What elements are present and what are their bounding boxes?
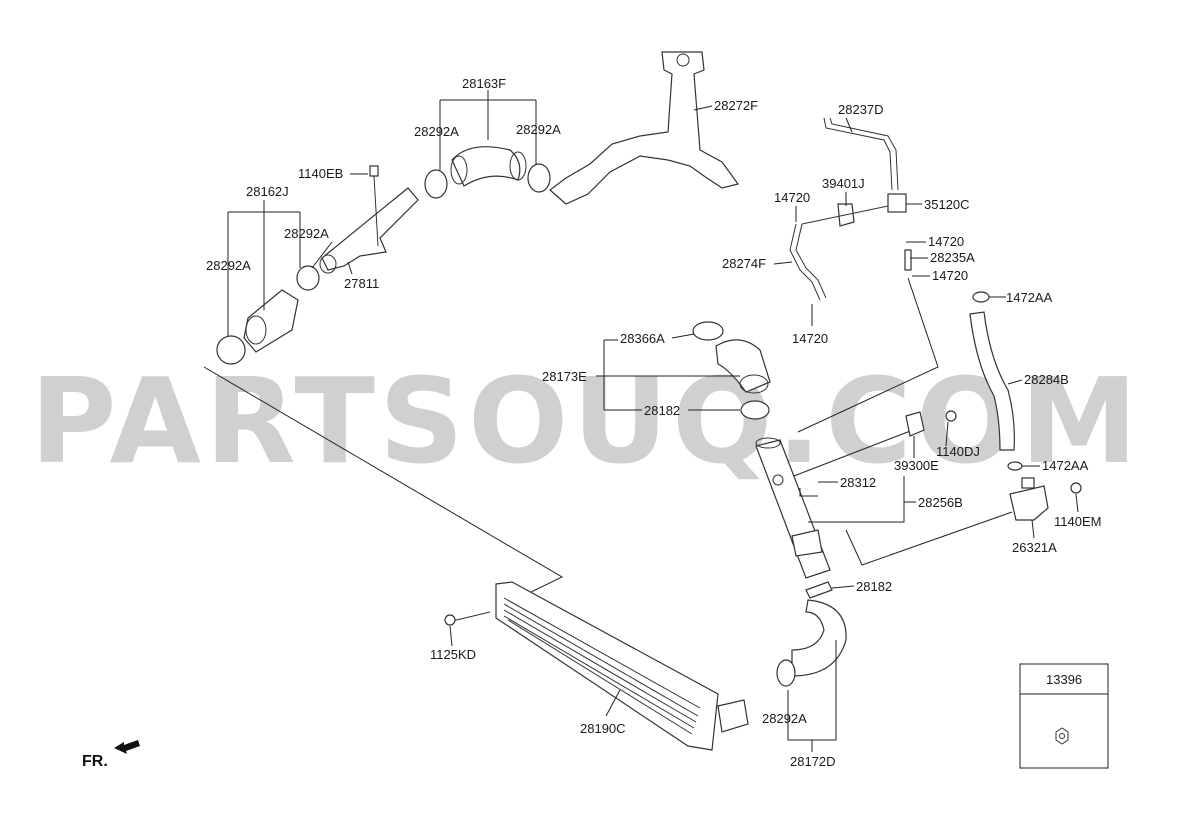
label-28312[interactable]: 28312 — [840, 475, 876, 490]
bolt-1140em[interactable] — [1070, 482, 1082, 494]
nut-icon — [1055, 727, 1069, 745]
legend-part-number[interactable]: 13396 — [1046, 672, 1082, 687]
clamp-28292a-mid[interactable] — [296, 265, 320, 291]
label-27811[interactable]: 27811 — [344, 276, 379, 291]
label-28190c[interactable]: 28190C — [580, 721, 626, 736]
front-arrow-icon — [114, 740, 140, 754]
label-28292a-2[interactable]: 28292A — [516, 122, 561, 137]
front-direction-marker: FR. — [82, 740, 140, 770]
part-labels: 28163F 28272F 28292A 28292A 1140EB 28162… — [206, 76, 1101, 769]
label-28182-1[interactable]: 28182 — [644, 403, 680, 418]
pipe-28272f[interactable] — [549, 51, 740, 205]
label-28173e[interactable]: 28173E — [542, 369, 587, 384]
legend-box[interactable]: 13396 — [1019, 663, 1109, 769]
intercooler-28190c[interactable] — [495, 581, 749, 751]
label-28284b[interactable]: 28284B — [1024, 372, 1069, 387]
label-39300e[interactable]: 39300E — [894, 458, 939, 473]
label-14720-4[interactable]: 14720 — [792, 331, 828, 346]
label-28162j[interactable]: 28162J — [246, 184, 289, 199]
label-28272f[interactable]: 28272F — [714, 98, 758, 113]
label-26321a[interactable]: 26321A — [1012, 540, 1057, 555]
hose-28237d[interactable] — [823, 117, 899, 191]
clamp-1472aa-bottom[interactable] — [1007, 461, 1023, 471]
label-1140eb[interactable]: 1140EB — [298, 166, 343, 181]
hose-28172d[interactable] — [791, 599, 847, 677]
label-1472aa-1[interactable]: 1472AA — [1006, 290, 1053, 305]
label-1125kd[interactable]: 1125KD — [430, 647, 476, 662]
valve-26321a[interactable] — [1009, 477, 1049, 521]
hose-28235a[interactable] — [904, 249, 912, 271]
clamp-28292a-upper-left[interactable] — [424, 169, 448, 199]
label-1140dj[interactable]: 1140DJ — [936, 444, 980, 459]
hose-28162j[interactable] — [243, 289, 299, 353]
front-label: FR. — [82, 753, 108, 770]
label-28163f[interactable]: 28163F — [462, 76, 506, 91]
pipe-27811[interactable] — [319, 187, 419, 274]
hose-28274f[interactable] — [789, 205, 889, 301]
label-28366a[interactable]: 28366A — [620, 331, 665, 346]
label-28292a-1[interactable]: 28292A — [414, 124, 459, 139]
bolt-1140eb[interactable] — [369, 165, 379, 247]
hose-28284b[interactable] — [969, 311, 1015, 451]
label-28182-2[interactable]: 28182 — [856, 579, 892, 594]
pipe-28256b[interactable] — [755, 437, 831, 579]
bracket-39300e[interactable] — [905, 411, 925, 437]
bolt-1140dj[interactable] — [945, 410, 957, 422]
clamp-1472aa-top[interactable] — [972, 291, 990, 303]
label-28274f[interactable]: 28274F — [722, 256, 766, 271]
clamp-28292a-lower[interactable] — [776, 659, 796, 687]
label-28292a-5[interactable]: 28292A — [762, 711, 807, 726]
clamp-28292a-upper-right[interactable] — [527, 163, 551, 193]
label-28292a-4[interactable]: 28292A — [206, 258, 251, 273]
leader-lines — [227, 90, 1079, 752]
label-28256b[interactable]: 28256B — [918, 495, 963, 510]
clamp-28182-lower[interactable] — [805, 581, 833, 599]
clamp-28366a[interactable] — [692, 321, 724, 341]
label-1472aa-2[interactable]: 1472AA — [1042, 458, 1089, 473]
hose-28173e[interactable] — [715, 339, 771, 394]
label-14720-2[interactable]: 14720 — [928, 234, 964, 249]
label-28172d[interactable]: 28172D — [790, 754, 836, 769]
bolt-1125kd[interactable] — [444, 611, 491, 626]
clamp-28292a-left[interactable] — [216, 335, 246, 365]
clamp-28182-upper[interactable] — [740, 400, 770, 420]
label-35120c[interactable]: 35120C — [924, 197, 970, 212]
label-14720-3[interactable]: 14720 — [932, 268, 968, 283]
label-28237d[interactable]: 28237D — [838, 102, 884, 117]
hose-28163f[interactable] — [450, 146, 527, 187]
label-28292a-3[interactable]: 28292A — [284, 226, 329, 241]
label-39401j[interactable]: 39401J — [822, 176, 865, 191]
label-1140em[interactable]: 1140EM — [1054, 514, 1101, 529]
sensor-35120c[interactable] — [887, 193, 907, 213]
label-28235a[interactable]: 28235A — [930, 250, 975, 265]
label-14720-1[interactable]: 14720 — [774, 190, 810, 205]
